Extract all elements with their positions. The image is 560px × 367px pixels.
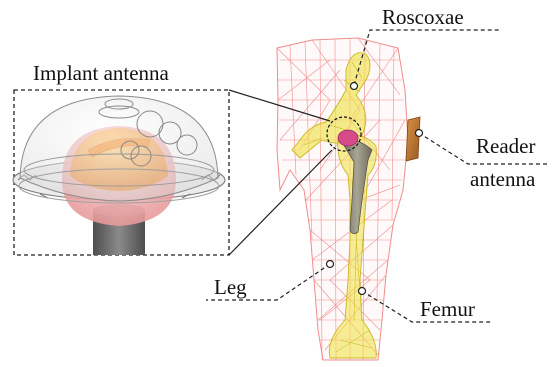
implant-closeup-inset bbox=[13, 90, 229, 255]
label-reader-line1: Reader bbox=[476, 134, 535, 158]
leg-mesh-outline bbox=[277, 38, 408, 360]
roscoxae-marker bbox=[351, 83, 358, 90]
leg-model bbox=[277, 38, 408, 360]
label-implant-antenna: Implant antenna bbox=[33, 61, 170, 85]
label-leg: Leg bbox=[214, 275, 247, 299]
implant-head bbox=[338, 130, 358, 146]
leg-marker bbox=[327, 261, 334, 268]
reader-antenna-patch bbox=[406, 117, 420, 161]
femur-marker bbox=[359, 288, 366, 295]
label-reader-line2: antenna bbox=[470, 167, 536, 191]
glass-dome bbox=[20, 96, 218, 201]
label-roscoxae: Roscoxae bbox=[382, 5, 464, 29]
reader-marker bbox=[416, 130, 423, 137]
label-femur: Femur bbox=[420, 297, 475, 321]
